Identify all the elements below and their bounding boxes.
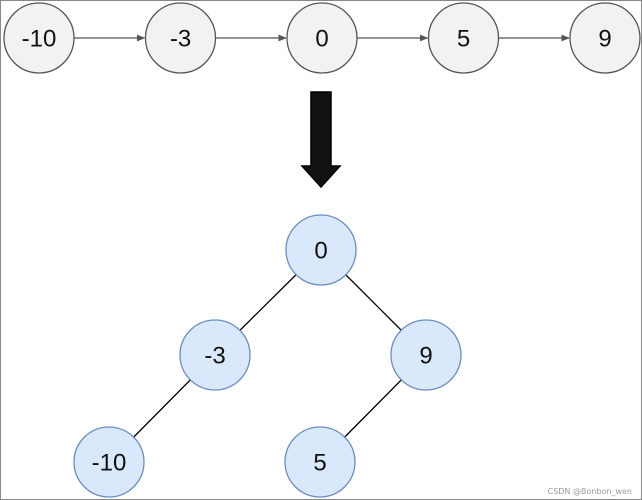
tree-edge xyxy=(133,379,191,438)
tree-node-label: -3 xyxy=(204,343,225,370)
list-node: 9 xyxy=(569,2,641,74)
list-node: 0 xyxy=(286,2,358,74)
tree-node: 0 xyxy=(285,214,357,286)
list-node-label: -10 xyxy=(22,26,57,53)
transform-down-arrow xyxy=(300,91,342,189)
tree-node-circle xyxy=(390,319,462,391)
tree-node: 5 xyxy=(284,426,356,498)
list-node-circle xyxy=(427,2,500,74)
tree-node: 9 xyxy=(390,319,462,391)
tree-node-circle xyxy=(284,426,356,498)
tree-edge xyxy=(344,379,402,438)
tree-node: -10 xyxy=(73,426,145,498)
list-node-circle xyxy=(144,2,217,74)
list-node-label: 5 xyxy=(457,26,470,53)
list-node-label: -3 xyxy=(170,26,191,53)
list-node: -3 xyxy=(144,2,217,74)
list-node-label: 0 xyxy=(315,26,328,53)
tree-node-label: 9 xyxy=(419,343,432,370)
tree-node: -3 xyxy=(179,319,251,391)
list-node-label: 9 xyxy=(598,26,611,53)
list-node-circle xyxy=(3,2,75,74)
list-node: 5 xyxy=(427,2,500,74)
tree-node-circle xyxy=(179,319,251,391)
tree-edge xyxy=(239,274,297,331)
tree-node-label: 0 xyxy=(314,238,327,265)
list-node-circle xyxy=(286,2,358,74)
list-node: -10 xyxy=(3,2,75,74)
tree-node-circle xyxy=(285,214,357,286)
tree-node-label: 5 xyxy=(313,450,326,477)
tree-nodes: 0 -3 9 -10 5 xyxy=(73,214,462,498)
tree-node-circle xyxy=(73,426,145,498)
tree-node-label: -10 xyxy=(92,450,127,477)
watermark: CSDN @Bonbon_wen xyxy=(547,487,632,496)
tree-edges xyxy=(133,274,402,438)
list-node-circle xyxy=(569,2,641,74)
down-arrow-icon xyxy=(300,91,342,189)
list-nodes: -10 -3 0 5 9 xyxy=(3,2,641,74)
tree-edge xyxy=(345,274,402,331)
